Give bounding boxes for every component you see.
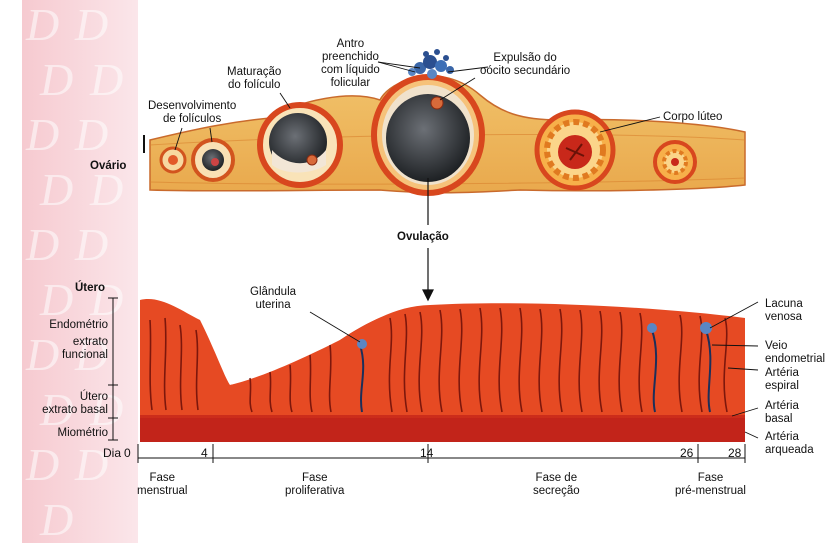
corpus-luteum-small: [655, 142, 695, 182]
label-functional-layer: extrato funcional: [42, 336, 108, 362]
svg-text:D: D: [39, 164, 73, 215]
tick-day-28: 28: [728, 446, 741, 460]
svg-text:D: D: [74, 0, 108, 50]
phase-proliferative: Fase proliferativa: [285, 472, 344, 498]
label-oocyte-expulsion: Expulsão do oócito secundário: [480, 52, 570, 78]
label-arcuate-artery: Artéria arqueada: [765, 431, 814, 457]
corpus-luteum-large: [537, 112, 613, 188]
svg-text:D: D: [25, 219, 59, 270]
tick-day-26: 26: [680, 446, 693, 460]
label-basal-layer: Útero extrato basal: [28, 391, 108, 417]
label-endometrial-vein: Veio endometrial: [765, 340, 825, 366]
ovulation-label: Ovulação: [397, 231, 449, 244]
label-venous-lacuna: Lacuna venosa: [765, 298, 803, 324]
svg-text:D: D: [25, 439, 59, 490]
myometrium-layer: [140, 418, 745, 442]
phase-secretory: Fase de secreção: [533, 472, 580, 498]
label-follicle-maturation: Maturação do folículo: [227, 66, 281, 92]
timeline-day-label: Dia: [103, 446, 121, 460]
label-uterine-gland: Glândula uterina: [250, 286, 296, 312]
follicle-small: [161, 148, 185, 172]
phase-premenstrual: Fase pré-menstrual: [675, 472, 746, 498]
follicle-maturing: [260, 105, 340, 185]
label-corpus-luteum: Corpo lúteo: [663, 111, 722, 124]
label-antrum: Antro preenchido com líquido folicular: [321, 38, 380, 90]
svg-text:D: D: [39, 494, 73, 543]
uterus-title: Útero: [75, 282, 105, 295]
svg-text:D: D: [89, 54, 123, 105]
tick-day-0: 0: [124, 446, 131, 460]
follicle-mature: [374, 77, 482, 193]
label-myometrium: Miométrio: [42, 427, 108, 440]
phase-menstrual: Fase menstrual: [137, 472, 188, 498]
tick-day-14: 14: [420, 446, 433, 460]
tick-day-4: 4: [201, 446, 208, 460]
label-endometrium: Endométrio: [42, 319, 108, 332]
svg-text:D: D: [25, 0, 59, 50]
svg-text:D: D: [25, 109, 59, 160]
svg-text:D: D: [39, 274, 73, 325]
label-basal-artery: Artéria basal: [765, 400, 799, 426]
svg-text:D: D: [74, 219, 108, 270]
label-follicle-development: Desenvolvimento de folículos: [148, 100, 236, 126]
ovary-label: Ovário: [90, 160, 126, 173]
svg-text:D: D: [74, 109, 108, 160]
svg-text:D: D: [39, 54, 73, 105]
follicle-growing: [193, 140, 233, 180]
label-spiral-artery: Artéria espiral: [765, 367, 799, 393]
